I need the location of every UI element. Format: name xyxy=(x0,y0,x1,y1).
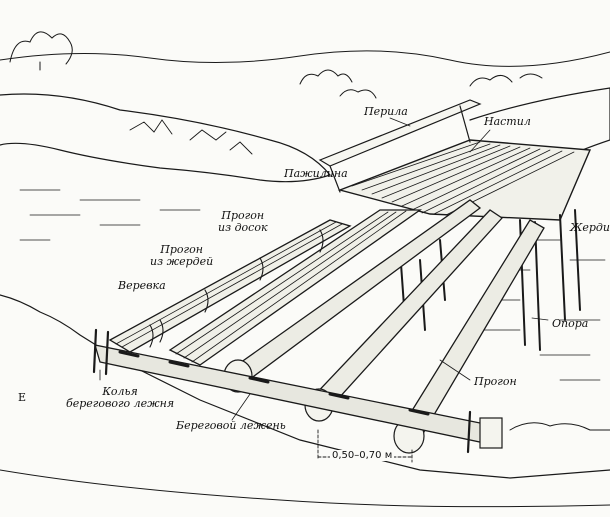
label-rope: Веревка xyxy=(118,279,166,292)
label-anchor-stakes-line1: Колья xyxy=(102,385,138,398)
label-deck: Настил xyxy=(484,115,531,128)
near-bank xyxy=(0,294,610,479)
leader-girder xyxy=(439,359,471,381)
label-ground-log-sign: Пажилина xyxy=(284,167,348,180)
label-anchor-stakes: Колья берегового лежня xyxy=(66,386,174,410)
label-pier: Опора xyxy=(552,317,589,330)
label-girder-planks: Прогон из досок xyxy=(218,210,268,234)
label-anchor-stakes-line2: берегового лежня xyxy=(66,397,175,410)
pier-posts xyxy=(399,209,581,351)
leader-railing xyxy=(389,117,411,127)
railing xyxy=(318,99,482,167)
label-girder-planks-line1: Прогон xyxy=(221,209,265,222)
horizon-line xyxy=(0,50,610,67)
label-girder-poles-line1: Прогон xyxy=(160,243,203,256)
label-poles: Жерди xyxy=(570,221,610,234)
label-sill: Береговой лежень xyxy=(176,419,286,432)
label-girder: Прогон xyxy=(474,375,517,388)
corner-mark: Е xyxy=(18,391,27,404)
anchor-stakes xyxy=(92,328,472,454)
dimension-label: 0,50–0,70 м xyxy=(330,450,395,461)
label-girder-poles-line2: из жердей xyxy=(150,255,214,268)
label-girder-poles: Прогон из жердей xyxy=(150,244,213,268)
leader-pier xyxy=(531,317,549,321)
girder-planks xyxy=(168,209,423,366)
far-trees xyxy=(9,31,73,71)
girder-log-3 xyxy=(399,219,545,443)
left-bank xyxy=(0,93,332,183)
leader-deck xyxy=(469,129,491,153)
leader-sill xyxy=(231,393,251,421)
label-railing: Перила xyxy=(364,105,408,118)
label-girder-planks-line2: из досок xyxy=(218,221,268,234)
rope-bindings xyxy=(149,229,324,348)
